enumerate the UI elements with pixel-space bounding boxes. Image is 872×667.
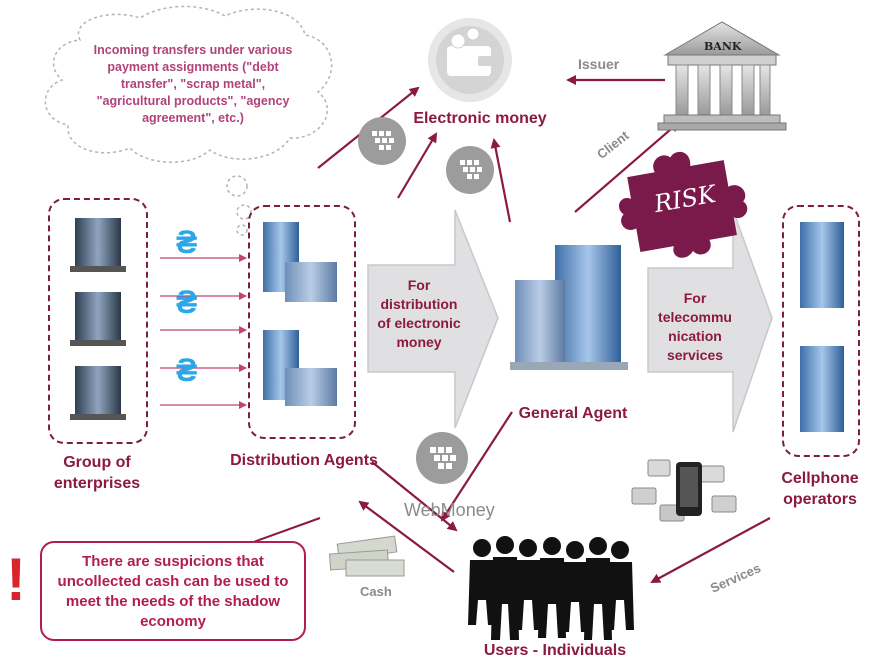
thought-bubble-text: Incoming transfers under various payment… bbox=[93, 43, 293, 125]
operator-building-icons bbox=[800, 222, 844, 432]
exclamation-icon: ! bbox=[6, 546, 26, 613]
bank-label: BANK bbox=[704, 40, 742, 53]
enterprise-building-icons bbox=[70, 218, 126, 420]
cash-label: Cash bbox=[360, 584, 392, 599]
webmoney-coin-icons bbox=[358, 117, 494, 484]
distribution-arrow bbox=[367, 209, 499, 429]
users-silhouettes-icon bbox=[468, 536, 634, 640]
bank-icon bbox=[657, 21, 787, 131]
distribution-agents-label: Distribution Agents bbox=[230, 452, 378, 469]
general-agent-building-icon bbox=[510, 245, 628, 370]
transfer-arrows bbox=[160, 254, 247, 409]
hryvnia-icon: ₴ bbox=[176, 352, 198, 388]
enterprises-group-box bbox=[48, 198, 148, 444]
cellphone-operators-label: Cellphone operators bbox=[781, 470, 859, 508]
distribution-agents-box bbox=[248, 205, 356, 439]
issuer-label: Issuer bbox=[578, 56, 620, 72]
hryvnia-icon: ₴ bbox=[176, 284, 198, 320]
distribution-agent-building-icons bbox=[263, 222, 337, 406]
cellphone-operators-box bbox=[782, 205, 860, 457]
risk-puzzle-icon bbox=[619, 151, 748, 258]
hryvnia-icon: ₴ bbox=[176, 224, 198, 260]
warning-text: There are suspicions that uncollected ca… bbox=[57, 553, 289, 630]
sim-cards-phones-icon bbox=[631, 459, 737, 522]
telecom-arrow bbox=[647, 209, 773, 433]
telecom-arrow-text: For telecommu nication services bbox=[658, 290, 732, 363]
electronic-money-label: Electronic money bbox=[413, 110, 547, 127]
webmoney-label: WebMoney bbox=[404, 500, 495, 520]
general-agent-label: General Agent bbox=[518, 405, 628, 422]
group-of-enterprises-label: Group of enterprises bbox=[53, 454, 141, 492]
wallet-icon bbox=[428, 18, 512, 102]
cash-icon bbox=[328, 535, 405, 577]
warning-box: There are suspicions that uncollected ca… bbox=[40, 541, 306, 641]
thought-bubble-cloud bbox=[44, 5, 333, 236]
distribution-arrow-text: For distribution of electronic money bbox=[377, 277, 461, 350]
users-individuals-label: Users - Individuals bbox=[483, 642, 627, 659]
